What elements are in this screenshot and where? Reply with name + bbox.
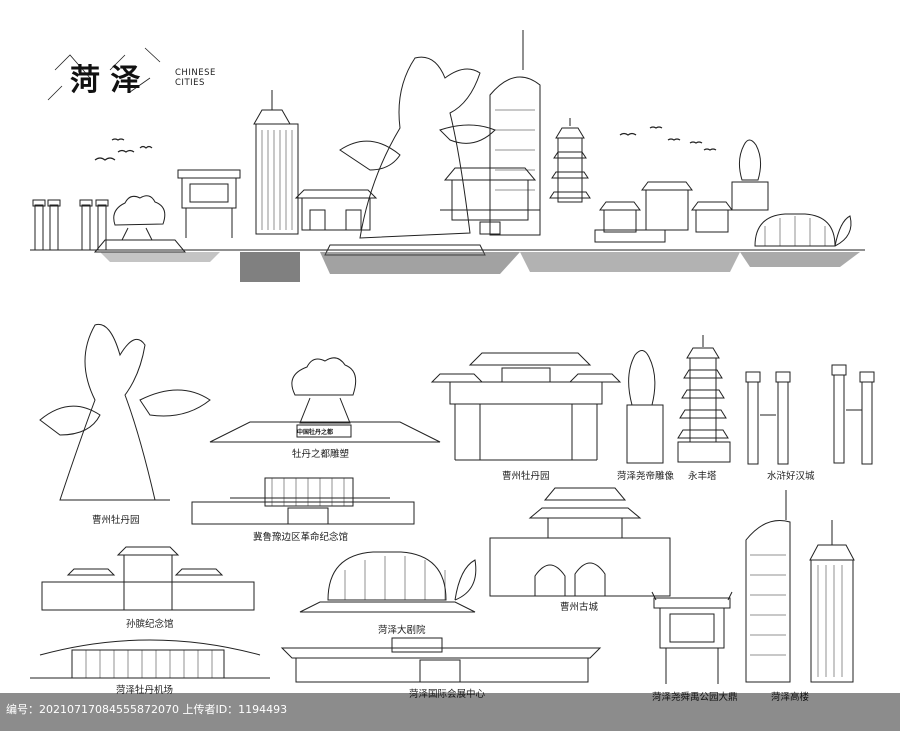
city-subtitle-line1: CHINESE bbox=[175, 68, 216, 78]
yongfeng-pagoda-drawing bbox=[677, 335, 731, 463]
label-exhibition-center: 菏泽国际会展中心 bbox=[409, 689, 486, 700]
label-peony-garden-gate: 曹州牡丹园 bbox=[502, 471, 550, 482]
label-peony-garden-sculpture: 曹州牡丹园 bbox=[92, 515, 140, 526]
stone-inscription: 中国牡丹之都 bbox=[297, 429, 334, 436]
label-tripod: 菏泽尧舜禹公园大鼎 bbox=[652, 692, 738, 703]
label-revolutionary-memorial: 冀鲁豫边区革命纪念馆 bbox=[253, 532, 349, 543]
heze-tower-drawing bbox=[745, 490, 855, 683]
skyline-gate-cluster bbox=[594, 181, 733, 243]
city-subtitle-line2: CITIES bbox=[175, 78, 205, 88]
birds-icon bbox=[94, 126, 717, 161]
skyline-peony-sculpture bbox=[93, 195, 187, 253]
label-sun-bin-memorial: 孙膑纪念馆 bbox=[126, 619, 174, 630]
footer-bar bbox=[0, 693, 900, 731]
label-grand-theater: 菏泽大剧院 bbox=[378, 625, 426, 636]
skyline-ding-gate bbox=[177, 169, 241, 238]
skyline-pillars bbox=[32, 199, 109, 251]
label-yao-emperor-statue: 菏泽尧帝雕像 bbox=[617, 471, 675, 482]
peony-capital-sculpture-drawing bbox=[209, 357, 441, 443]
label-caozhou-ancient-city: 曹州古城 bbox=[560, 602, 599, 613]
yao-shun-yu-tripod-drawing bbox=[651, 591, 733, 684]
label-heze-tower: 菏泽高楼 bbox=[771, 692, 810, 703]
label-water-margin-city: 水浒好汉城 bbox=[767, 471, 815, 482]
caozhou-ancient-city-drawing bbox=[489, 487, 671, 597]
sun-bin-memorial-drawing bbox=[41, 546, 255, 611]
skyline-pagoda bbox=[549, 118, 591, 203]
skyline-skyscraper bbox=[489, 30, 541, 236]
skyline-peony-sculpture-large bbox=[324, 56, 496, 256]
revolutionary-memorial-hall-drawing bbox=[191, 477, 415, 525]
exhibition-center-drawing bbox=[280, 637, 602, 683]
skyline-reflection bbox=[100, 252, 860, 282]
skyline-statue bbox=[731, 139, 769, 211]
skyline-gate-building bbox=[294, 189, 378, 231]
peony-garden-sculpture-drawing bbox=[39, 323, 211, 501]
skyline-palace bbox=[440, 167, 540, 235]
skyline-theater bbox=[754, 213, 852, 247]
yao-emperor-statue-drawing bbox=[626, 350, 664, 464]
water-margin-city-drawing bbox=[745, 364, 875, 465]
skyline-tower-left bbox=[253, 90, 299, 235]
label-peony-airport: 菏泽牡丹机场 bbox=[116, 685, 174, 696]
footer-info: 编号：20210717084555872070 上传者ID：1194493 bbox=[6, 703, 288, 716]
peony-airport-drawing bbox=[30, 639, 270, 679]
city-title: 菏 泽 bbox=[70, 63, 141, 98]
grand-theater-drawing bbox=[299, 551, 477, 613]
peony-garden-gate-drawing bbox=[430, 352, 622, 461]
label-yongfeng-pagoda: 永丰塔 bbox=[688, 471, 717, 482]
skyline-panorama bbox=[30, 30, 865, 282]
label-peony-capital-sculpture: 牡丹之都雕塑 bbox=[292, 449, 350, 460]
